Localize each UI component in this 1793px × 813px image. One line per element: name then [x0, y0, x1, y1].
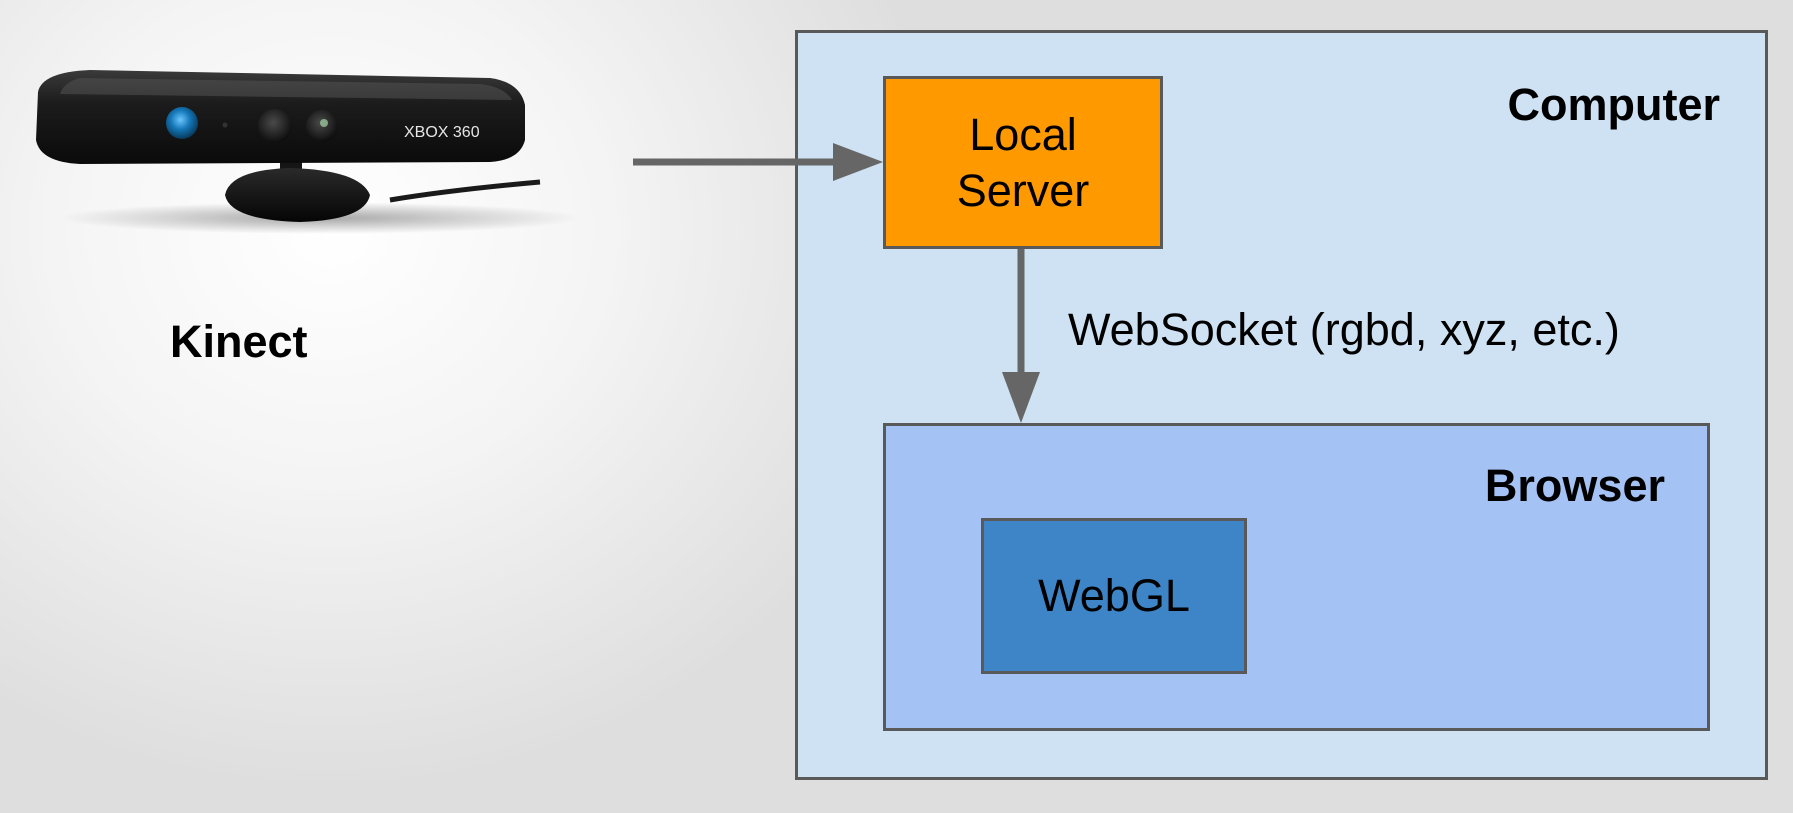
- kinect-ir-emitter-icon: [166, 107, 198, 139]
- kinect-device-image: XBOX 360: [36, 70, 580, 234]
- local-server-label: Local Server: [956, 108, 1090, 216]
- computer-title: Computer: [1507, 79, 1721, 130]
- kinect-camera-lens-icon: [258, 109, 292, 143]
- browser-title: Browser: [1484, 460, 1665, 511]
- kinect-base: [225, 168, 370, 222]
- kinect-label: Kinect: [170, 316, 308, 367]
- local-server-box: Local Server: [883, 76, 1163, 249]
- kinect-cable: [389, 179, 541, 203]
- kinect-brand-text: XBOX 360: [404, 124, 480, 141]
- websocket-connection-label: WebSocket (rgbd, xyz, etc.): [1068, 304, 1620, 355]
- webgl-box: WebGL: [981, 518, 1247, 674]
- webgl-label: WebGL: [1038, 570, 1190, 621]
